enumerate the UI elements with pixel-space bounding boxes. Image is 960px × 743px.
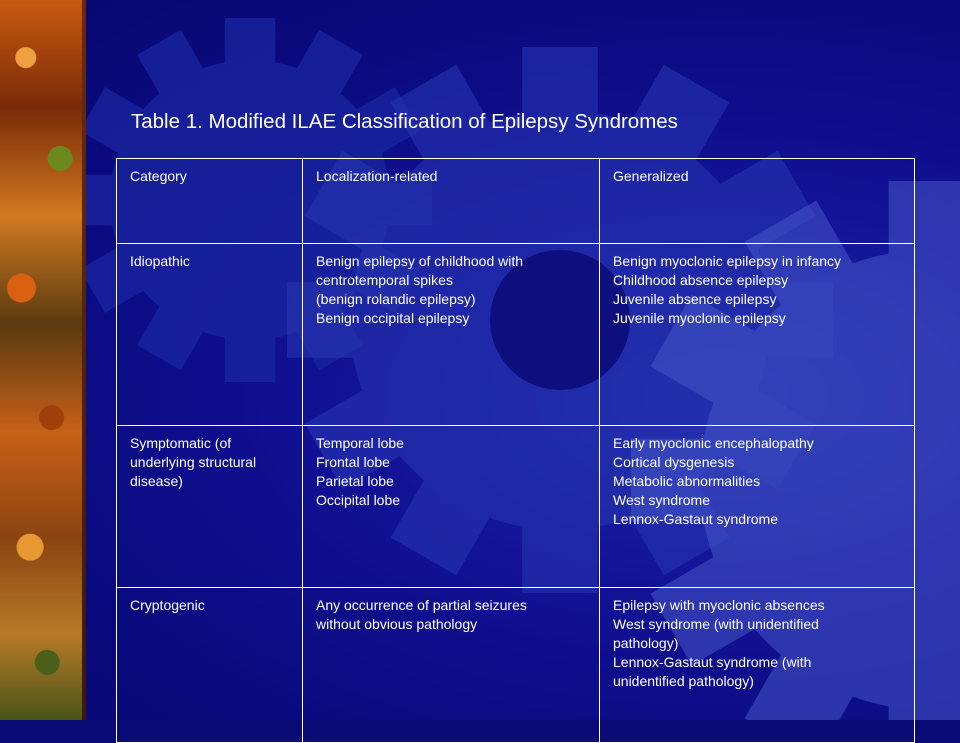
cell-text-line: centrotemporal spikes [316, 272, 453, 288]
cell-text-line: West syndrome (with unidentified [613, 616, 819, 632]
header-cell-generalized: Generalized [599, 158, 915, 244]
table-row-cryptogenic: Cryptogenic Any occurrence of partial sei… [116, 587, 915, 743]
table-row-idiopathic: Idiopathic Benign epilepsy of childhood w… [116, 243, 915, 426]
cell-text-line: Symptomatic (of [130, 435, 232, 451]
cell-text-line: pathology) [613, 635, 679, 651]
cell-text-line: Any occurrence of partial seizures [316, 597, 527, 613]
cell-text-line: Frontal lobe [316, 454, 390, 470]
cell-text-line: Metabolic abnormalities [613, 473, 761, 489]
category-cell: Cryptogenic [116, 587, 303, 743]
header-cell-localization: Localization-related [302, 158, 600, 244]
cell-text-line: Juvenile myoclonic epilepsy [613, 310, 786, 326]
localization-cell: Any occurrence of partial seizures withou… [302, 587, 600, 743]
cell-text-line: Juvenile absence epilepsy [613, 291, 777, 307]
cell-text-line: Epilepsy with myoclonic absences [613, 597, 825, 613]
cell-text-line: Temporal lobe [316, 435, 404, 451]
category-cell: Idiopathic [116, 243, 303, 426]
header-cell-category: Category [116, 158, 303, 244]
cell-text-line: Occipital lobe [316, 492, 401, 508]
table-row-symptomatic: Symptomatic (of underlying structural dise… [116, 425, 915, 588]
cell-text-line: Cortical dysgenesis [613, 454, 735, 470]
cell-text-line: (benign rolandic epilepsy) [316, 291, 476, 307]
cell-text-line: Benign epilepsy of childhood with [316, 253, 524, 269]
cell-text-line: underlying structural [130, 454, 257, 470]
cell-text-line: disease) [130, 473, 183, 489]
cell-text-line: Lennox-Gastaut syndrome [613, 511, 778, 527]
cell-text-line: without obvious pathology [316, 616, 478, 632]
cell-text-line: Childhood absence epilepsy [613, 272, 789, 288]
cell-text-line: Parietal lobe [316, 473, 394, 489]
category-cell: Symptomatic (of underlying structural dise… [116, 425, 303, 588]
cell-text-line: West syndrome [613, 492, 710, 508]
cell-text-line: unidentified pathology) [613, 673, 754, 689]
cell-text-line: Early myoclonic encephalopathy [613, 435, 814, 451]
decorative-side-strip [0, 0, 86, 720]
epilepsy-classification-table: Category Localization-related Generalize… [116, 158, 915, 743]
table-header-row: Category Localization-related Generalize… [116, 158, 915, 244]
cell-text-line: Lennox-Gastaut syndrome (with [613, 654, 812, 670]
cell-text-line: Cryptogenic [130, 597, 205, 613]
slide-title: Table 1. Modified ILAE Classification of… [131, 110, 678, 133]
localization-cell: Benign epilepsy of childhood with centrot… [302, 243, 600, 426]
cell-text-line: Idiopathic [130, 253, 190, 269]
cell-text-line: Benign occipital epilepsy [316, 310, 470, 326]
cell-text-line: Benign myoclonic epilepsy in infancy [613, 253, 842, 269]
